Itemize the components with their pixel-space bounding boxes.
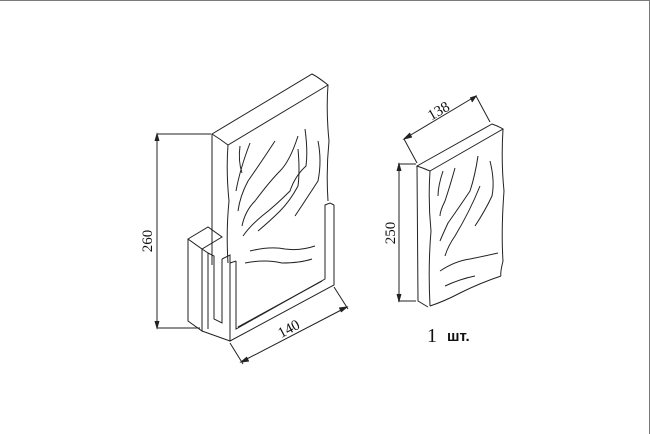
panel-top-face-2 <box>415 123 504 172</box>
assembly-height-dimension <box>154 132 211 330</box>
bracket-front-face <box>229 205 335 342</box>
panel-side-face-2 <box>416 165 429 308</box>
panel-top-face <box>211 73 329 146</box>
assembly-height-label: 260 <box>140 230 156 253</box>
panel-drawing <box>415 123 505 308</box>
panel-width-dimension <box>402 95 491 164</box>
bracket-left-block <box>187 226 223 250</box>
panel-side-face <box>211 134 230 265</box>
panel-width-label: 138 <box>425 99 452 124</box>
panel-height-dimension <box>396 162 416 303</box>
assembly-width-label: 140 <box>275 317 302 342</box>
panel-front-edge <box>326 84 330 202</box>
assembly-drawing <box>187 73 335 342</box>
quantity-number: 1 <box>427 325 437 347</box>
assembly-width-dimension <box>229 286 349 365</box>
quantity-unit: шт. <box>447 328 470 345</box>
panel-height-label: 250 <box>383 222 399 245</box>
